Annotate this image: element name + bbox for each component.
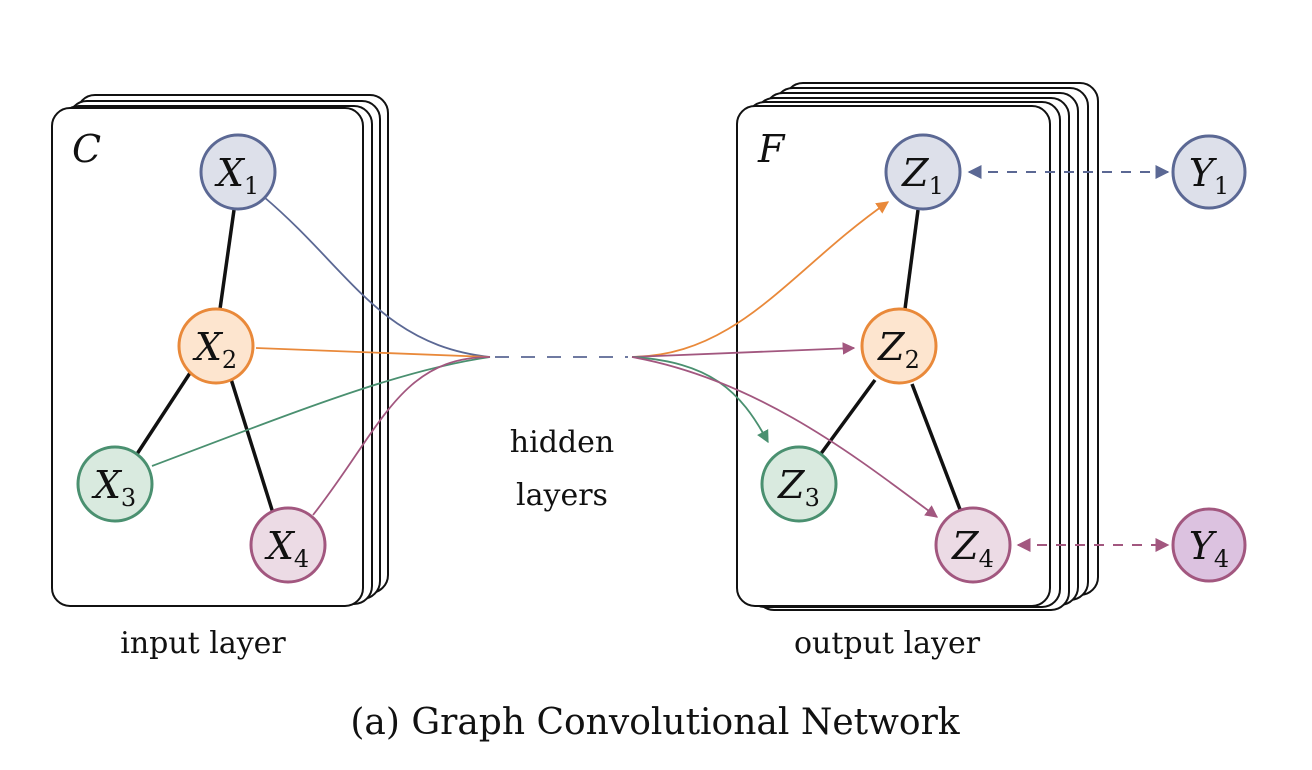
connection-x2-hidden <box>255 347 491 358</box>
output-graph-edges <box>818 209 963 513</box>
arrow-hidden-z4 <box>631 356 939 518</box>
node-y4-circle <box>1171 507 1247 583</box>
node-x3-label: X3 <box>91 463 136 512</box>
arrow-hidden-z2 <box>631 342 856 358</box>
connection-x4-hidden <box>312 356 491 516</box>
connection-x3-hidden <box>151 356 491 467</box>
node-x2-circle <box>177 307 255 385</box>
edge-z2-z3 <box>818 378 877 457</box>
figure-caption: (a) Graph Convolutional Network <box>350 702 960 743</box>
node-z4: Z4 <box>934 506 1012 584</box>
node-z3: Z3 <box>760 445 838 523</box>
node-x1: X1 <box>199 133 277 211</box>
output-corner-label: F <box>757 127 786 171</box>
node-x1-circle <box>199 133 277 211</box>
node-z1-label: Z1 <box>901 151 944 200</box>
node-z1-circle <box>884 133 962 211</box>
node-z3-circle <box>760 445 838 523</box>
edge-z2-z4 <box>910 383 963 513</box>
node-y4-label: Y4 <box>1189 524 1229 573</box>
node-x2: X2 <box>177 307 255 385</box>
hidden-layers-label-line1: hidden <box>510 425 614 460</box>
hidden-layers-label-line2: layers <box>516 478 608 513</box>
node-y1: Y1 <box>1171 134 1247 210</box>
node-x3: X3 <box>76 445 154 523</box>
input-layer-label: input layer <box>120 626 286 661</box>
input-graph-edges <box>135 209 275 514</box>
node-y1-circle <box>1171 134 1247 210</box>
node-z4-label: Z4 <box>951 524 994 573</box>
node-z2-label: Z2 <box>877 325 920 374</box>
node-x4-circle <box>249 506 327 584</box>
edge-x2-x4 <box>229 378 275 514</box>
node-x4: X4 <box>249 506 327 584</box>
node-x4-label: X4 <box>264 524 309 573</box>
node-z4-circle <box>934 506 1012 584</box>
node-x2-label: X2 <box>192 325 237 374</box>
node-z2: Z2 <box>860 307 938 385</box>
label-links <box>967 165 1170 552</box>
edge-z1-z2 <box>903 209 920 310</box>
node-y1-label: Y1 <box>1189 151 1229 200</box>
input-corner-label: C <box>72 127 101 171</box>
output-layer-label: output layer <box>794 626 981 661</box>
hidden-to-output-connections <box>631 201 939 518</box>
connection-x1-hidden <box>263 196 491 358</box>
edge-x2-x3 <box>135 372 192 455</box>
input-to-hidden-connections <box>151 196 491 516</box>
node-z2-circle <box>860 307 938 385</box>
node-x3-circle <box>76 445 154 523</box>
node-z3-label: Z3 <box>777 463 820 512</box>
edge-x1-x2 <box>218 209 236 310</box>
arrow-hidden-z1 <box>631 201 890 358</box>
node-z1: Z1 <box>884 133 962 211</box>
node-x1-label: X1 <box>214 151 259 200</box>
node-y4: Y4 <box>1171 507 1247 583</box>
